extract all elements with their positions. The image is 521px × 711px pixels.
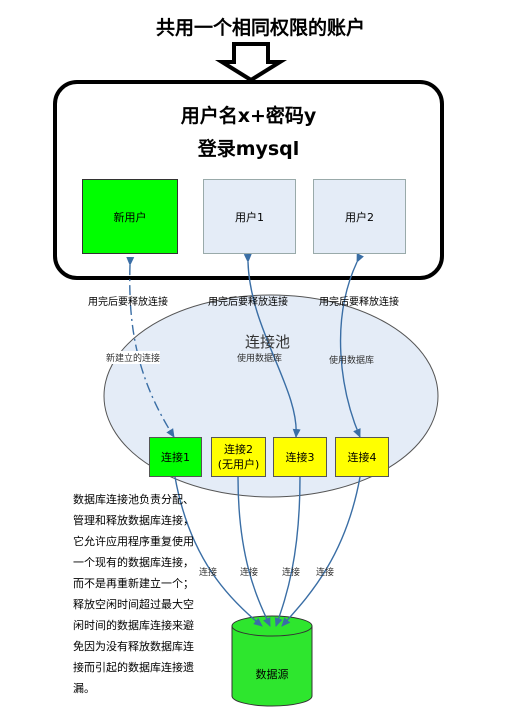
link-label-1: 连接 xyxy=(199,568,218,578)
connection-3-label: 连接3 xyxy=(285,450,315,464)
use-db-label-2: 使用数据库 xyxy=(329,356,375,366)
login-credentials: 用户名x+密码y xyxy=(180,105,317,127)
user1-connection3-arrow xyxy=(243,253,301,438)
pool-title: 连接池 xyxy=(245,333,291,351)
user2-connection4-arrow xyxy=(339,253,364,438)
connection-2-sub: (无用户) xyxy=(217,458,260,471)
connection-1: 连接1 xyxy=(149,437,202,477)
header-title: 共用一个相同权限的账户 xyxy=(155,17,365,39)
use-db-label-1: 使用数据库 xyxy=(237,354,283,364)
link-arrow-3 xyxy=(274,468,305,627)
link-label-4: 连接 xyxy=(316,568,335,578)
pool-description: 数据库连接池负责分配、管理和释放数据库连接，它允许应用程序重复使用一个现有的数据… xyxy=(73,493,194,695)
release-label-2: 用完后要释放连接 xyxy=(208,297,288,308)
link-label-2: 连接 xyxy=(240,568,259,578)
link-label-3: 连接 xyxy=(282,568,301,578)
connection-2-label: 连接2 xyxy=(224,443,253,456)
connection-1-label: 连接1 xyxy=(161,450,190,464)
release-label-3: 用完后要释放连接 xyxy=(319,297,399,308)
database-label: 数据源 xyxy=(255,668,289,681)
user-new: 新用户 xyxy=(82,179,178,254)
user-1: 用户1 xyxy=(203,179,296,254)
user-2: 用户2 xyxy=(313,179,406,254)
link-arrow-4 xyxy=(281,468,366,627)
release-label-1: 用完后要释放连接 xyxy=(88,297,168,308)
connection-3: 连接3 xyxy=(273,437,327,477)
new-connection-label: 新建立的连接 xyxy=(106,351,161,364)
connection-4: 连接4 xyxy=(335,437,389,477)
down-arrow-icon xyxy=(214,42,288,83)
connection-2: 连接2 (无用户) xyxy=(211,437,266,477)
login-target: 登录mysql xyxy=(197,138,300,160)
link-arrow-2 xyxy=(233,468,271,627)
connection-4-label: 连接4 xyxy=(347,450,377,464)
database-cylinder xyxy=(231,615,313,707)
